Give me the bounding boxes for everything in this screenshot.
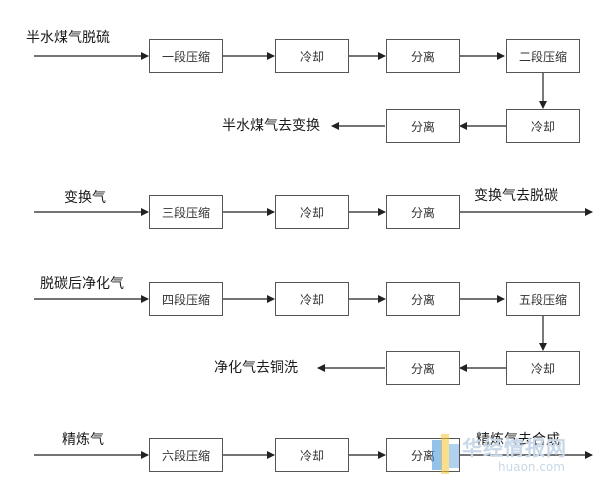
process-box-row1-step1: 一段压缩 — [149, 39, 223, 73]
input-label-row2: 变换气 — [64, 190, 106, 206]
output-label-row2: 变换气去脱碳 — [474, 188, 558, 204]
process-box-row3-step4: 五段压缩 — [506, 282, 580, 316]
process-box-row3-return1: 冷却 — [506, 351, 580, 385]
watermark-name: 华经情报网 — [462, 436, 567, 460]
process-box-row3-step3: 分离 — [386, 282, 460, 316]
watermark-logo-icon — [432, 434, 459, 474]
watermark-url: huaon.com — [498, 460, 565, 474]
input-label-row4: 精炼气 — [62, 432, 104, 448]
process-box-row1-return1: 冷却 — [506, 109, 580, 143]
process-box-row2-step2: 冷却 — [275, 195, 349, 229]
process-box-row4-step1: 六段压缩 — [149, 438, 223, 472]
process-box-row3-return2: 分离 — [386, 351, 460, 385]
input-label-row3: 脱碳后净化气 — [40, 276, 124, 292]
process-box-row4-step2: 冷却 — [275, 438, 349, 472]
process-box-row2-step1: 三段压缩 — [149, 195, 223, 229]
watermark: 华经情报网 huaon.com — [432, 432, 598, 486]
process-box-row1-return2: 分离 — [386, 109, 460, 143]
output-label-row3: 净化气去铜洗 — [214, 360, 298, 376]
input-label-row1: 半水煤气脱硫 — [26, 30, 110, 46]
process-box-row3-step2: 冷却 — [275, 282, 349, 316]
process-box-row2-step3: 分离 — [386, 195, 460, 229]
process-box-row1-step2: 冷却 — [275, 39, 349, 73]
process-box-row3-step1: 四段压缩 — [149, 282, 223, 316]
process-box-row1-step4: 二段压缩 — [506, 39, 580, 73]
process-box-row1-step3: 分离 — [386, 39, 460, 73]
output-label-row1: 半水煤气去变换 — [222, 118, 320, 134]
output-label-row4: 精炼气去合成 — [476, 432, 560, 448]
